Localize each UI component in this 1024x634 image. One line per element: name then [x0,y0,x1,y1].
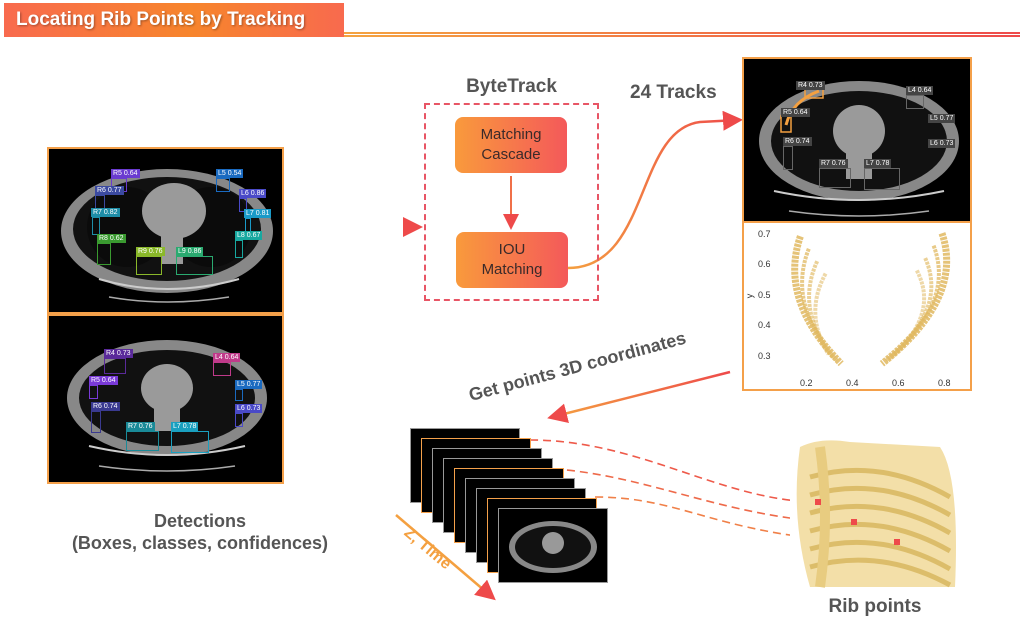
detection-box [104,358,126,374]
detections-caption-line2: (Boxes, classes, confidences) [71,533,329,553]
y-tick: 0.5 [758,290,771,300]
x-tick: 0.8 [938,378,951,388]
rib-points-plot: 0.7 0.6 0.5 0.4 0.3 y 0.2 0.4 0.6 0.8 [742,221,972,391]
detection-box [216,178,230,192]
coords-label: Get points 3D coordinates [466,327,689,406]
track-label: R7 0.76 [819,159,848,168]
rib-point-series [893,269,927,356]
bytetrack-container [424,103,599,301]
detection-box [171,431,209,453]
track-label: R4 0.73 [796,81,825,90]
detection-label: L9 0.86 [176,247,204,256]
y-axis-label: y [744,293,755,299]
step2-line2: Matching [481,261,543,278]
plot-to-stack-arrow [547,370,731,424]
page-title: Locating Rib Points by Tracking [16,9,306,30]
step2-line1: IOU [498,241,526,258]
detection-box [136,256,162,275]
tracks-frame: R4 0.73 R5 0.64 R6 0.74 R7 0.76 L7 0.78 … [742,57,972,223]
detection-label: R5 0.64 [89,376,118,385]
plot-area [791,232,951,367]
detection-label: L7 0.81 [244,209,272,218]
detection-box [235,389,243,401]
detection-label: L5 0.54 [216,169,244,178]
detection-label: L5 0.77 [235,380,263,389]
ct-slice-image [67,340,267,472]
track-box [906,95,924,109]
bytetrack-title: ByteTrack [466,76,557,97]
detection-frame-1: R5 0.64 R6 0.77 R7 0.82 R8 0.62 R9 0.76 … [47,147,284,314]
detection-box [91,411,101,433]
detections-caption-line1: Detections [153,511,247,531]
detection-label: R5 0.64 [111,169,140,178]
detection-box [92,217,100,235]
detection-label: R7 0.76 [126,422,155,431]
track-label: L7 0.78 [864,159,892,168]
rib-point [851,519,857,525]
detection-frame-2: R4 0.73 R5 0.64 R6 0.74 R7 0.76 L7 0.78 … [47,314,284,484]
detection-box [126,431,159,451]
ct-slice-image [61,169,273,303]
rib-point-series [889,257,934,359]
rib-point-series [879,232,951,367]
track-label: L6 0.73 [928,139,956,148]
title-divider [344,32,1020,37]
step1-line2: Cascade [481,146,541,163]
x-tick: 0.6 [892,378,905,388]
detection-box [176,256,213,275]
detection-box [97,243,111,265]
rib-cage-image [790,437,960,589]
track-box [819,168,851,188]
rib-point [815,499,821,505]
detection-box [235,413,243,427]
rib-point [894,539,900,545]
x-tick: 0.4 [846,378,859,388]
iou-matching-step: IOU Matching [456,232,568,288]
detection-label: L6 0.86 [239,189,267,198]
detection-label: L8 0.67 [235,231,263,240]
detection-box [239,198,247,212]
detection-label: R4 0.73 [104,349,133,358]
matching-cascade-step: Matching Cascade [455,117,567,173]
detection-label: R6 0.74 [91,402,120,411]
ct-slice [498,508,608,583]
track-box [864,168,900,190]
title-banner: Locating Rib Points by Tracking [4,3,344,37]
x-tick: 0.2 [800,378,813,388]
track-label: R6 0.74 [783,137,812,146]
detection-box [89,385,98,399]
detection-label: L4 0.64 [213,353,241,362]
track-label: L4 0.64 [906,86,934,95]
rib-points-caption: Rib points [828,596,922,617]
tracks-title: 24 Tracks [630,82,717,103]
y-tick: 0.6 [758,259,771,269]
track-box [783,146,793,170]
track-label: L5 0.77 [928,114,956,123]
y-tick: 0.7 [758,229,771,239]
detection-label: R7 0.82 [91,208,120,217]
detection-label: R9 0.76 [136,247,165,256]
rib-point-series [813,272,831,356]
detections-caption: Detections (Boxes, classes, confidences) [40,510,360,554]
detection-box [213,362,231,376]
step1-line1: Matching [480,126,542,143]
detection-box [235,240,243,258]
detection-label: R6 0.77 [95,186,124,195]
y-tick: 0.3 [758,351,771,361]
detection-label: L7 0.78 [171,422,199,431]
detection-label: L6 0.73 [235,404,263,413]
rib-point-series [791,235,844,367]
detection-label: R8 0.62 [97,234,126,243]
track-label: R5 0.64 [781,108,810,117]
y-tick: 0.4 [758,320,771,330]
rib-point-series [807,260,835,359]
detection-box [245,218,251,232]
